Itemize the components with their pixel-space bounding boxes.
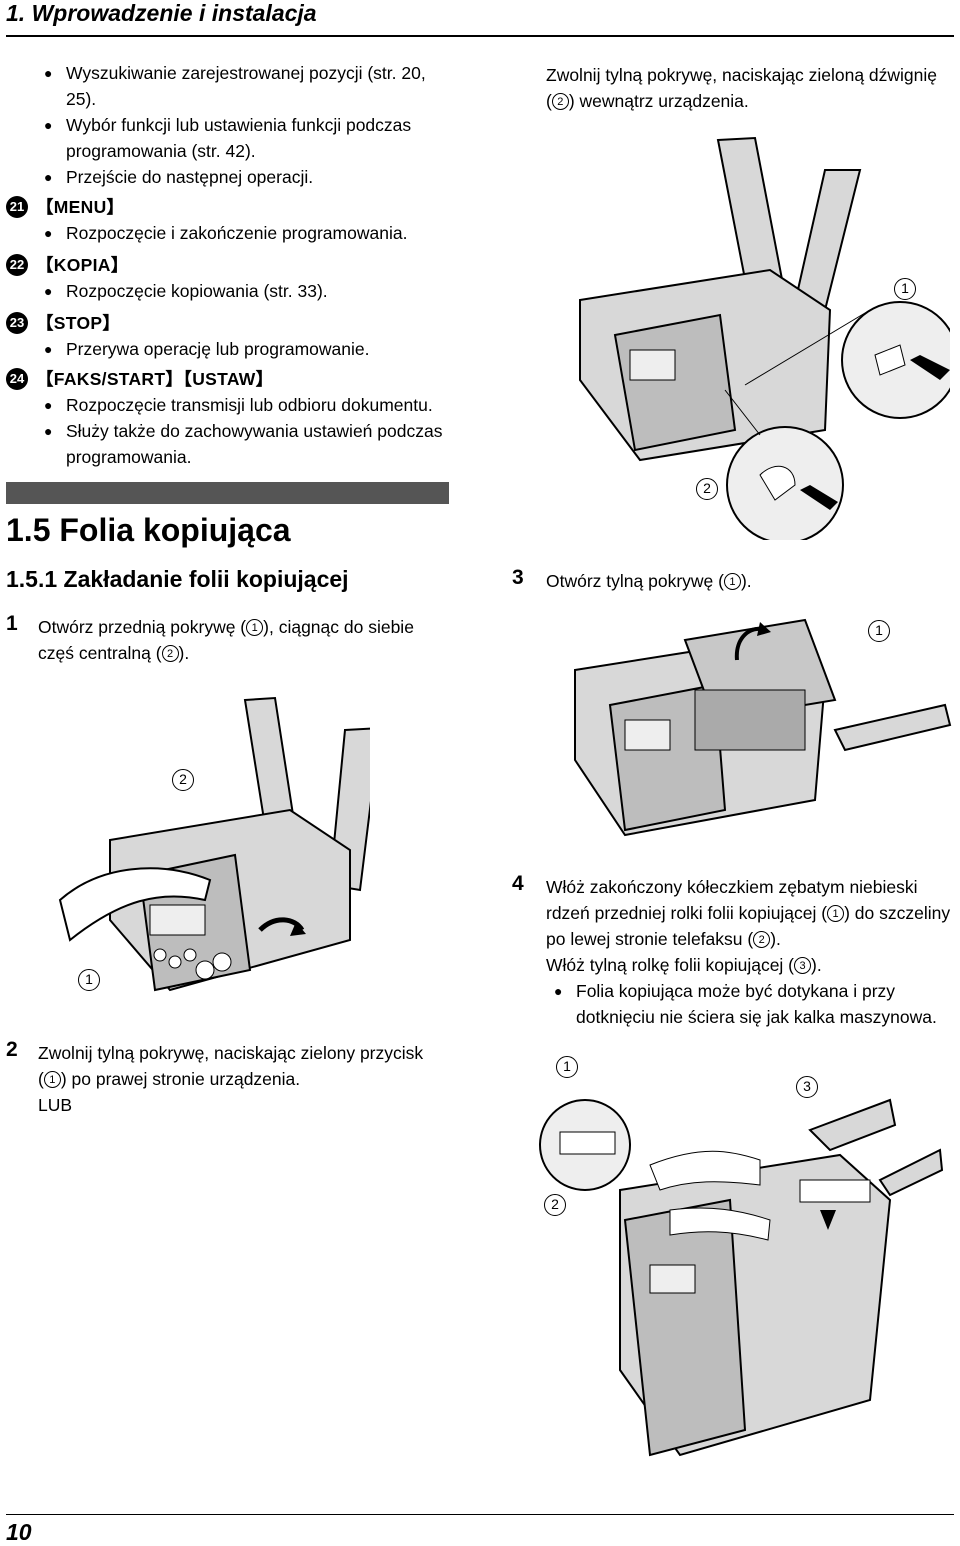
key-fax-desc-1: Rozpoczęcie transmisji lub odbioru dokum… (42, 392, 433, 418)
callout-1-rear: 1 (868, 620, 890, 642)
bullet-select-function: Wybór funkcji lub ustawienia funkcji pod… (42, 112, 466, 164)
step-4-number: 4 (512, 872, 524, 895)
step-3-text: Otwórz tylną pokrywę (1). (546, 571, 752, 591)
key-fax-start-row: 24 【FAKS/START】【USTAW】 (6, 366, 273, 392)
step-1-text: Otwórz przednią pokrywę (1), ciągnąc do … (38, 617, 414, 663)
callout-2-roll: 2 (544, 1194, 566, 1216)
key-fax-start-label: 【FAKS/START】【USTAW】 (36, 369, 274, 389)
key-stop-row: 23 【STOP】 (6, 310, 120, 336)
fax-film-roll-illustration (539, 1098, 944, 1457)
number-badge-22: 22 (6, 254, 28, 276)
callout-2-step1: 2 (172, 769, 194, 791)
bullet-next-operation: Przejście do następnej operacji. (42, 164, 466, 190)
bullet-search: Wyszukiwanie zarejestrowanej pozycji (st… (42, 60, 466, 112)
subsection-title: 1.5.1 Zakładanie folii kopiującej (6, 566, 349, 592)
section-bar (6, 482, 449, 504)
footer-rule (6, 1514, 954, 1515)
number-badge-21: 21 (6, 196, 28, 218)
key-menu-label: 【MENU】 (36, 197, 125, 217)
page-number: 10 (6, 1519, 32, 1545)
step-3-number: 3 (512, 566, 524, 589)
step-2b-text: Zwolnij tylną pokrywę, naciskając zielon… (546, 65, 938, 111)
key-copy-label: 【KOPIA】 (36, 255, 129, 275)
callout-1-lever: 1 (894, 278, 916, 300)
section-title: 1.5 Folia kopiująca (6, 512, 291, 548)
number-badge-23: 23 (6, 312, 28, 334)
number-badge-24: 24 (6, 368, 28, 390)
callout-2-lever: 2 (696, 478, 718, 500)
page-header-title: 1. Wprowadzenie i instalacja (6, 0, 317, 26)
key-fax-desc-2: Służy także do zachowywania ustawień pod… (42, 418, 442, 470)
key-copy-row: 22 【KOPIA】 (6, 252, 129, 278)
fax-lever-illustration (579, 136, 950, 540)
key-menu-row: 21 【MENU】 (6, 194, 124, 220)
step-2-text: Zwolnij tylną pokrywę, naciskając zielon… (38, 1043, 424, 1115)
header-rule (6, 35, 954, 37)
step-1-number: 1 (6, 612, 18, 635)
key-stop-desc: Przerywa operację lub programowanie. (42, 336, 369, 362)
key-copy-desc: Rozpoczęcie kopiowania (str. 33). (42, 278, 328, 304)
fax-rear-cover-illustration (574, 618, 952, 837)
callout-3-roll: 3 (796, 1076, 818, 1098)
callout-1-step1: 1 (78, 969, 100, 991)
step-4-text: Włóż zakończony kółeczkiem zębatym niebi… (546, 877, 951, 975)
callout-1-roll: 1 (556, 1056, 578, 1078)
key-stop-label: 【STOP】 (36, 313, 121, 333)
step-2-number: 2 (6, 1038, 18, 1061)
fax-front-cover-illustration (58, 696, 370, 992)
key-menu-desc: Rozpoczęcie i zakończenie programowania. (42, 220, 407, 246)
step-4-bullet: Folia kopiująca może być dotykana i przy… (552, 978, 960, 1030)
